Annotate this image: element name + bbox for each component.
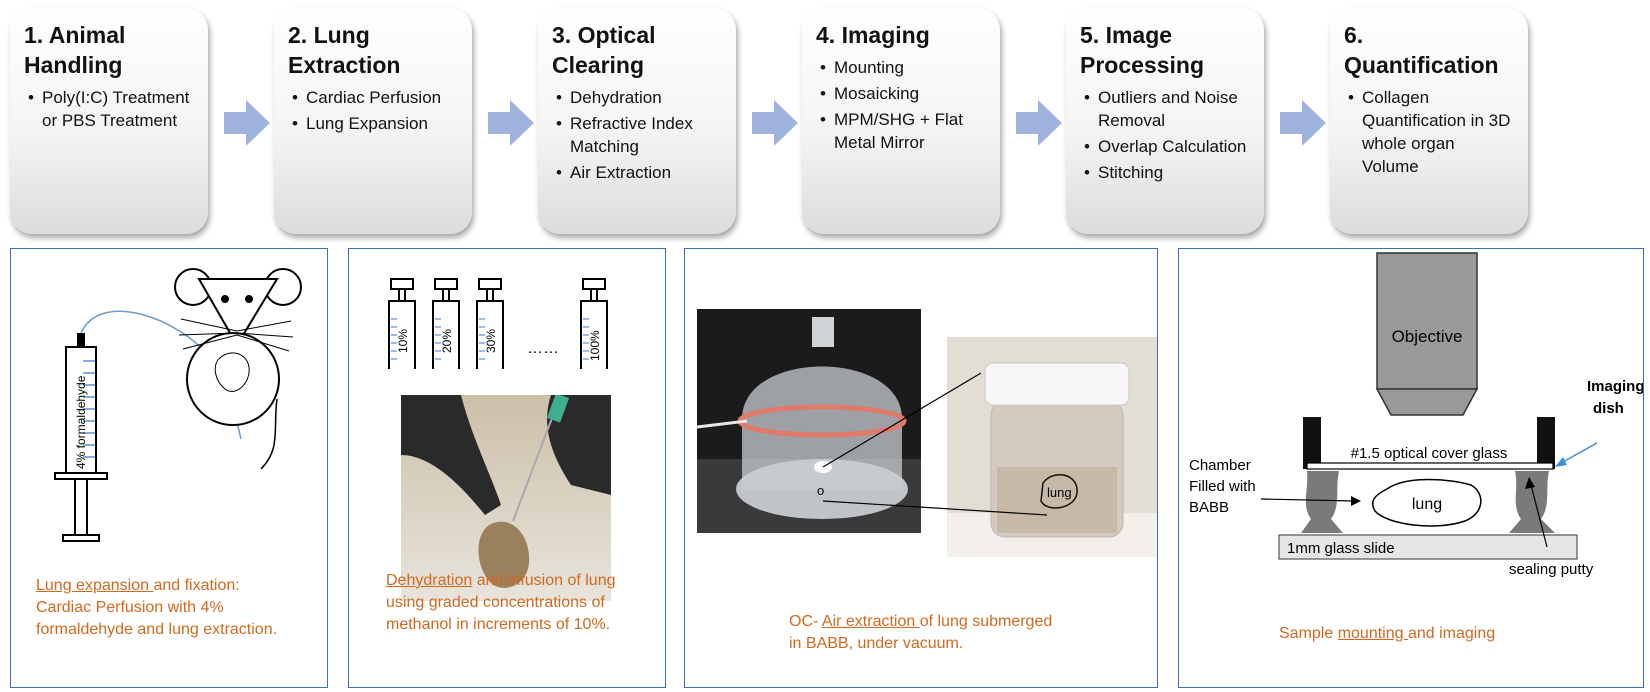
caption-text: Sample [1279, 625, 1338, 642]
jar-photo: lung [947, 337, 1157, 557]
step-title: 6. Quantification [1344, 22, 1499, 78]
caption-text: using graded concentrations of [386, 594, 605, 611]
step-6-card: 6. Quantification Collagen Quantificatio… [1330, 8, 1528, 234]
imaging-dish-line1: Imaging [1587, 378, 1643, 395]
syringe-label-100: 100% [588, 330, 602, 361]
step-2-card: 2. Lung Extraction Cardiac Perfusion Lun… [274, 8, 472, 234]
syringe-20 [432, 278, 460, 369]
step-item: Air Extraction [556, 161, 722, 184]
step-item: Overlap Calculation [1084, 135, 1250, 158]
step-item: Cardiac Perfusion [292, 86, 458, 109]
imaging-dish-line2: dish [1593, 400, 1624, 417]
caption-text: formaldehyde and lung extraction. [36, 621, 278, 638]
step-title: 3. Optical Clearing [552, 22, 656, 78]
syringe-label-30: 30% [484, 329, 498, 353]
step-5-card: 5. Image Processing Outliers and Noise R… [1066, 8, 1264, 234]
syringe-label: 4% formaldehyde [74, 375, 88, 469]
right-arrow-icon [224, 100, 270, 146]
perfusion-illustration: 4% formaldehyde [54, 268, 302, 542]
step-title: 4. Imaging [816, 22, 930, 48]
step-item: Stitching [1084, 161, 1250, 184]
right-arrow-icon [1016, 100, 1062, 146]
lung-infusion-photo [401, 395, 611, 601]
caption-text: and infusion of lung [472, 572, 616, 589]
objective-label: Objective [1392, 327, 1463, 346]
vacuum-desiccator-photo: o [697, 309, 921, 533]
step-item: Dehydration [556, 86, 722, 109]
caption-underlined: Lung expansion [36, 577, 154, 594]
step-item: Collagen Quantification in 3D whole orga… [1348, 86, 1514, 178]
panel-lung-expansion: 4% formaldehyde Lung expansion and fixat… [10, 248, 328, 688]
caption-underlined: Air extraction [821, 613, 920, 630]
panel3-caption: OC- Air extraction of lung submerged in … [789, 611, 1052, 655]
right-arrow-icon [752, 100, 798, 146]
panel-mounting: Objective #1.5 optical cover glass lung … [1178, 248, 1644, 688]
step-item: Mounting [820, 56, 986, 79]
caption-text: and fixation: [153, 577, 240, 594]
caption-text: of lung submerged [919, 613, 1053, 630]
objective-tip [1375, 388, 1479, 416]
ellipsis: …… [527, 340, 559, 357]
objective-body [1376, 252, 1478, 390]
syringe-10 [388, 278, 416, 369]
putty-label: sealing putty [1509, 561, 1594, 578]
right-arrow-icon [488, 100, 534, 146]
caption-text: methanol in increments of 10%. [386, 616, 611, 633]
mounting-diagram: Objective #1.5 optical cover glass lung … [1260, 252, 1643, 560]
caption-text: OC- [789, 613, 822, 630]
step-1-card: 1. Animal Handling Poly(I:C) Treatment o… [10, 8, 208, 234]
step-title: 2. Lung Extraction [288, 22, 401, 78]
step-item: Poly(I:C) Treatment or PBS Treatment [28, 86, 194, 132]
imaging-dish-label: Imaging dish [1587, 378, 1643, 417]
cover-glass-label: #1.5 optical cover glass [1351, 445, 1508, 462]
syringe-label-20: 20% [440, 329, 454, 353]
step-item: Refractive Index Matching [556, 112, 722, 158]
panel-air-extraction: o lung OC- Air extraction of lung submer… [684, 248, 1158, 688]
step-3-card: 3. Optical Clearing Dehydration Refracti… [538, 8, 736, 234]
caption-underlined: Dehydration [386, 572, 473, 589]
caption-underlined: mounting [1337, 625, 1408, 642]
lung-diagram-label: lung [1412, 496, 1442, 513]
panel-dehydration: 10% 20% 30% 100% …… Dehydration and infu… [348, 248, 666, 688]
step-title: 1. Animal Handling [24, 22, 126, 78]
syringe-30 [476, 278, 504, 369]
step-item: Lung Expansion [292, 112, 458, 135]
photo-o-label: o [817, 483, 824, 498]
slide-label: 1mm glass slide [1287, 540, 1395, 557]
lung-label: lung [1047, 485, 1072, 500]
right-arrow-icon [1280, 100, 1326, 146]
step-item: MPM/SHG + Flat Metal Mirror [820, 108, 986, 154]
chamber-label: Chamber Filled with BABB [1189, 457, 1256, 516]
caption-text: in BABB, under vacuum. [789, 635, 964, 652]
panel1-caption: Lung expansion and fixation: Cardiac Per… [36, 575, 277, 641]
panel2-caption: Dehydration and infusion of lung using g… [386, 570, 616, 636]
caption-text: and imaging [1407, 625, 1496, 642]
panel4-caption: Sample mounting and imaging [1279, 623, 1495, 645]
syringe-label-10: 10% [396, 329, 410, 353]
step-item: Outliers and Noise Removal [1084, 86, 1250, 132]
step-4-card: 4. Imaging Mounting Mosaicking MPM/SHG +… [802, 8, 1000, 234]
step-title: 5. Image Processing [1080, 22, 1204, 78]
step-item: Mosaicking [820, 82, 986, 105]
caption-text: Cardiac Perfusion with 4% [36, 599, 224, 616]
graded-syringes: 10% 20% 30% 100% …… [388, 278, 608, 369]
